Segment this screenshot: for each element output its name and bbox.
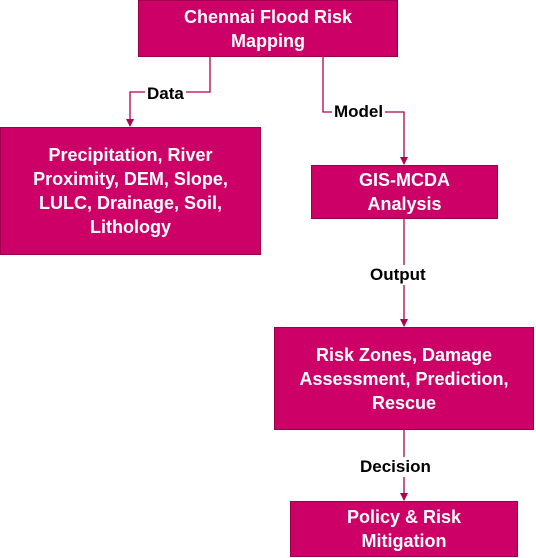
analysis-node-label: GIS-MCDA Analysis	[359, 170, 450, 214]
policy-node-box: Policy & Risk Mitigation	[290, 501, 518, 557]
edge-label-decision: Decision	[358, 457, 433, 477]
edge-label-data: Data	[145, 84, 186, 104]
policy-node-label: Policy & Risk Mitigation	[346, 507, 462, 551]
root-node-box: Chennai Flood Risk Mapping	[138, 0, 398, 57]
analysis-node-box: GIS-MCDA Analysis	[311, 165, 498, 219]
edge-label-output: Output	[368, 265, 428, 285]
root-node-label: Chennai Flood Risk Mapping	[183, 6, 352, 51]
data-inputs-node-label: Precipitation, River Proximity, DEM, Slo…	[33, 145, 228, 237]
edge-label-model: Model	[332, 102, 386, 122]
outputs-node-box: Risk Zones, Damage Assessment, Predictio…	[274, 327, 534, 430]
outputs-node-label: Risk Zones, Damage Assessment, Predictio…	[299, 344, 509, 413]
data-inputs-node-box: Precipitation, River Proximity, DEM, Slo…	[0, 127, 261, 255]
